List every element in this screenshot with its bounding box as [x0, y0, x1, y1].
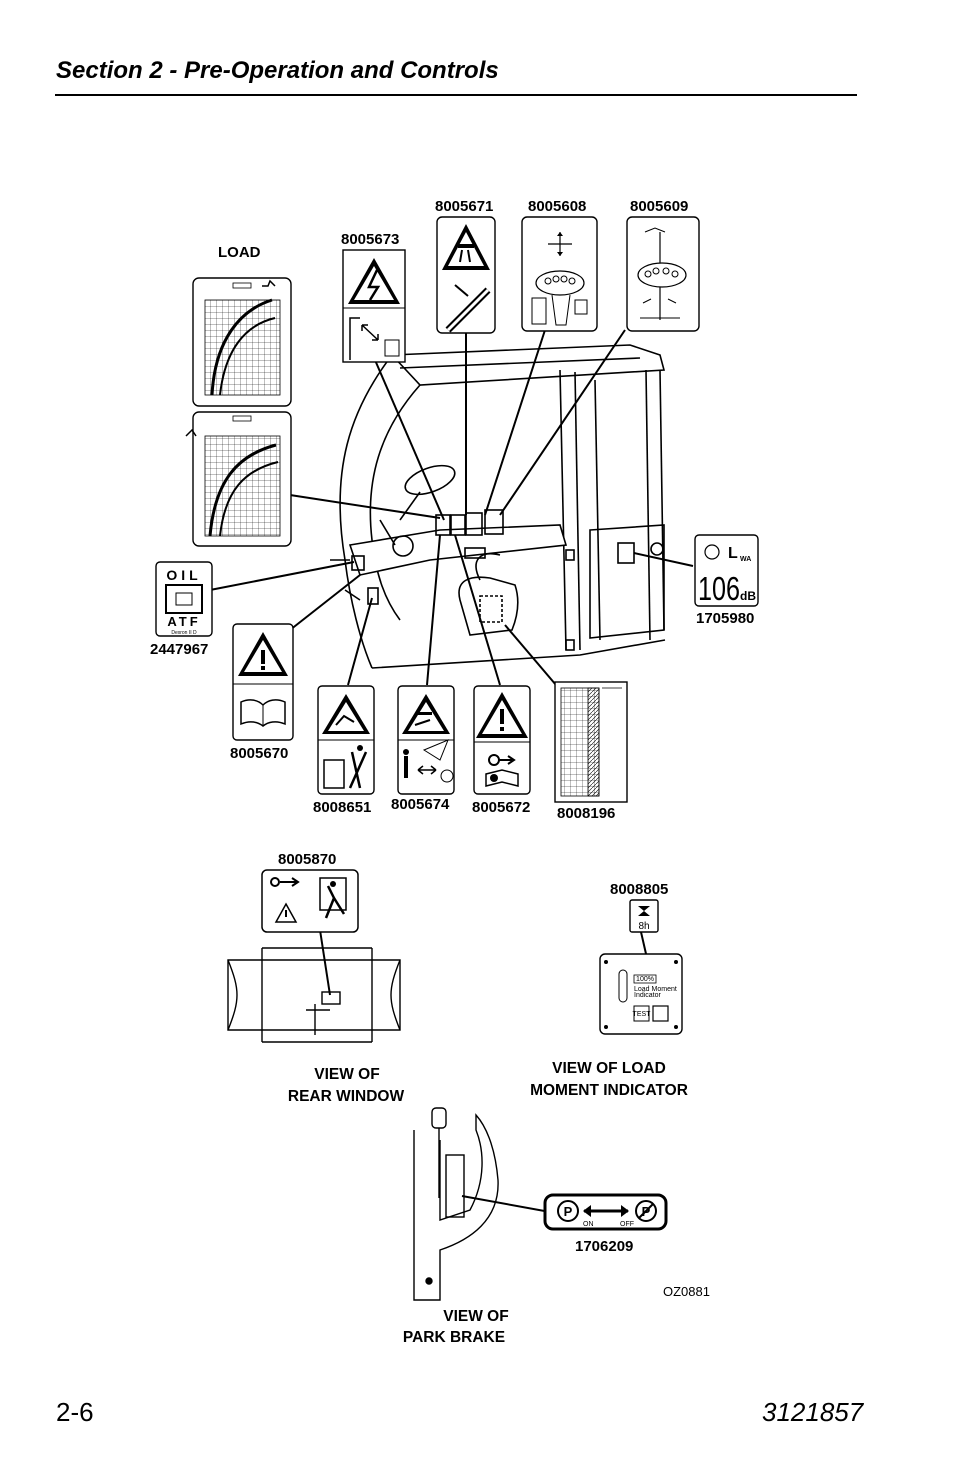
decal-1706209: P P ON OFF [543, 1193, 668, 1231]
caption-rear-window-1: VIEW OF [314, 1066, 379, 1083]
decal-8005609 [626, 216, 700, 332]
label-8005608: 8005608 [528, 198, 586, 215]
decal-8005672 [473, 685, 531, 795]
decal-8005870 [261, 869, 359, 933]
decal-8005670 [232, 623, 294, 741]
load-chart-top [192, 277, 292, 407]
decal-8005671 [436, 216, 496, 334]
oil-text: OIL [166, 567, 201, 583]
decal-1705980: L WA 106 dB [694, 534, 759, 607]
label-8005870: 8005870 [278, 851, 336, 868]
decal-8008196 [554, 681, 628, 803]
atf-text: ATF [167, 614, 200, 629]
page-number: 2-6 [56, 1397, 94, 1427]
lmi-text-2: Indicator [634, 992, 662, 999]
caption-park-brake-2: PARK BRAKE [403, 1329, 505, 1346]
label-8005674: 8005674 [391, 796, 450, 813]
title-rule [55, 94, 857, 96]
label-1705980: 1705980 [696, 610, 754, 627]
label-8008196: 8008196 [557, 805, 615, 822]
brake-p-on: P [564, 1204, 573, 1219]
cab-drawing [330, 344, 666, 669]
caption-lmi-1: VIEW OF LOAD [552, 1060, 666, 1077]
brake-off: OFF [620, 1221, 634, 1228]
noise-unit: dB [740, 589, 756, 603]
label-8005670: 8005670 [230, 745, 288, 762]
section-title: Section 2 - Pre-Operation and Controls [56, 57, 499, 84]
brake-on: ON [583, 1221, 594, 1228]
park-brake-drawing [413, 1107, 499, 1301]
caption-park-brake-1: VIEW OF [443, 1308, 508, 1325]
label-8005671: 8005671 [435, 198, 493, 215]
decal-8005608 [521, 216, 598, 332]
load-chart-bottom [185, 411, 292, 547]
label-8008805: 8008805 [610, 881, 668, 898]
caption-lmi-2: MOMENT INDICATOR [530, 1082, 688, 1099]
dexron-text: Dexron II D [171, 630, 197, 636]
label-8005673: 8005673 [341, 231, 399, 248]
label-8008651: 8008651 [313, 799, 371, 816]
document-number: 3121857 [762, 1397, 864, 1427]
lmi-panel: 100% Load Moment Indicator TEST [599, 953, 683, 1035]
lmi-percent: 100% [636, 976, 654, 983]
decal-8005673 [342, 249, 406, 363]
decal-8008805: 8h [629, 899, 659, 933]
lmi-text-1: Load Moment [634, 986, 677, 993]
view-captions: VIEW OF REAR WINDOW VIEW OF LOAD MOMENT … [288, 1060, 688, 1346]
noise-l: L [728, 545, 738, 562]
label-load: LOAD [218, 244, 261, 261]
noise-value: 106 [698, 570, 740, 607]
decal-8008651 [317, 685, 375, 795]
part-number-labels: LOAD 8005673 8005671 8005608 8005609 244… [150, 198, 754, 1299]
hour-text: 8h [638, 921, 649, 932]
label-8005609: 8005609 [630, 198, 688, 215]
rear-window-drawing [227, 947, 401, 1043]
label-1706209: 1706209 [575, 1238, 633, 1255]
noise-wa: WA [740, 556, 751, 563]
caption-rear-window-2: REAR WINDOW [288, 1088, 405, 1105]
lmi-test: TEST [633, 1011, 652, 1018]
decal-8005674 [397, 685, 455, 795]
decal-2447967: OIL ATF Dexron II D [155, 561, 213, 637]
label-8005672: 8005672 [472, 799, 530, 816]
label-2447967: 2447967 [150, 641, 208, 658]
figure-id: OZ0881 [663, 1284, 710, 1299]
